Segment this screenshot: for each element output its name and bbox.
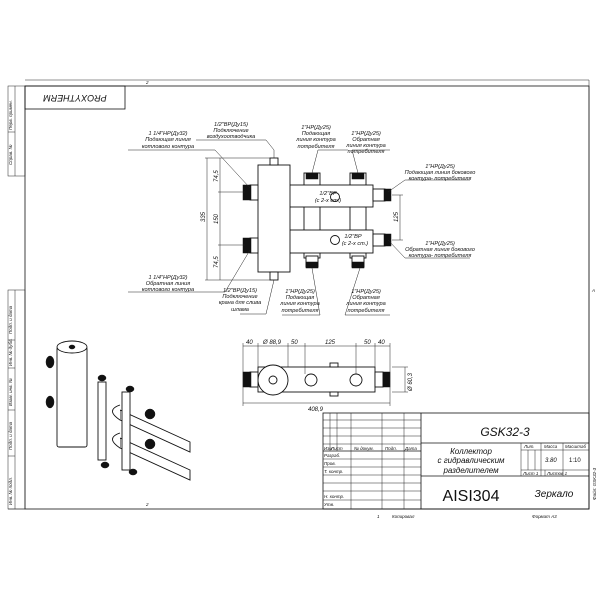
- callout-line: Подающая: [286, 295, 315, 301]
- strip-label: Подп. и дата: [8, 421, 13, 450]
- mass-label: Масса: [544, 444, 558, 449]
- drawing-frame: Перв. примен. Справ. № Подп. и дата Инв.…: [7, 79, 597, 519]
- callout-side-return: 1"НР(Ду25): [425, 241, 455, 247]
- strip-label: Перв. примен.: [8, 100, 13, 130]
- callout-side-supply: 1"НР(Ду25): [425, 164, 455, 170]
- dim-top-2: Ø 88,9: [262, 340, 282, 346]
- strip-label: Подп. и дата: [8, 305, 13, 334]
- callout-consumer-return-top: 1"НР(Ду25): [351, 131, 381, 137]
- finish: Зеркало: [535, 489, 574, 500]
- material: AISI304: [443, 488, 500, 505]
- dim-top-4: 125: [325, 340, 336, 346]
- sensor-port-label: 1/2"ВР: [344, 234, 361, 240]
- dim-top-6: 40: [378, 340, 385, 346]
- dim-lower: 74,5: [214, 256, 220, 268]
- dim-top-1: 40: [246, 340, 253, 346]
- callout-line: Подающая линия: [145, 137, 191, 143]
- role-label: Разраб.: [324, 453, 340, 458]
- strip-label: Инв. № дубл.: [8, 338, 13, 366]
- file-label: Файл: GSK32-3: [591, 467, 597, 500]
- callout-line: крана для слива: [219, 300, 261, 306]
- callout-line: котлового контура: [142, 144, 194, 150]
- zone-mark: 2: [145, 80, 149, 85]
- sheet-number: 1: [377, 514, 380, 519]
- callout-line: шлама: [231, 307, 249, 313]
- callout-line: Обратная: [352, 137, 380, 143]
- header-sheet: Лист: [330, 446, 343, 451]
- designation: GSK32-3: [480, 425, 530, 439]
- zone-mark: A: [591, 288, 595, 293]
- dim-top-5: 50: [364, 340, 371, 346]
- sensor-port-label: 1/2"ВР: [319, 191, 336, 197]
- callout-line: Обратная линия бокового: [405, 247, 475, 253]
- product-name: разделителем: [442, 466, 499, 475]
- front-view: 1/2"ВР (с 2-х ст.) 1/2"ВР (с 2-х ст.) 33…: [128, 139, 470, 316]
- sensor-port-label: (с 2-х ст.): [315, 198, 341, 204]
- scale-label: Масштаб: [565, 444, 586, 449]
- dim-middle: 150: [214, 213, 220, 224]
- callout-consumer-supply-bottom: 1"НР(Ду25): [285, 289, 315, 295]
- title-block: GSK32-3 Коллектор с гидравлическим разде…: [322, 412, 590, 510]
- callout-consumer-return-bottom: 1"НР(Ду25): [351, 289, 381, 295]
- product-name: с гидравлическим: [437, 456, 505, 465]
- callout-drain: 1/2"ВР(Ду15): [223, 288, 257, 294]
- lit-label: Лит.: [523, 444, 535, 449]
- header-change: Изм: [324, 446, 332, 451]
- callout-line: линия контура: [295, 137, 335, 143]
- dim-top-3: 50: [291, 340, 298, 346]
- callout-line: Подключение: [222, 294, 257, 300]
- header-date: Дата: [404, 446, 417, 451]
- mass-value: 3.80: [545, 458, 557, 464]
- product-name: Коллектор: [450, 447, 492, 456]
- strip-label: Инв. № подл.: [8, 477, 13, 505]
- role-label: Утв.: [324, 502, 334, 507]
- callout-line: Обратная линия: [146, 281, 191, 287]
- format-label: Формат А3: [532, 514, 557, 519]
- callout-line: потребителя: [348, 308, 385, 314]
- callout-line: потребителя: [298, 144, 335, 150]
- header-sign: Подп.: [385, 446, 397, 451]
- dim-total-height: 335: [201, 211, 207, 222]
- role-label: Пров.: [324, 461, 336, 466]
- copied-label: Копировал: [392, 514, 415, 519]
- sheet-label: Лист 1: [522, 471, 539, 476]
- callout-line: воздухоотводчика: [207, 134, 256, 140]
- top-view: 40 Ø 88,9 50 125 50 40 408,9 Ø 60,3: [242, 340, 414, 413]
- scale-value: 1:10: [569, 458, 581, 464]
- header-doc: № докум.: [354, 446, 374, 451]
- callout-line: котлового контура: [142, 287, 194, 293]
- strip-label: Справ. №: [8, 144, 13, 165]
- callout-line: Подающая: [302, 131, 331, 137]
- dim-top-diameter: Ø 60,3: [408, 372, 414, 392]
- sensor-port-label: (с 2-х ст.): [342, 241, 368, 247]
- callout-line: потребителя: [282, 308, 319, 314]
- dim-upper: 74,5: [214, 170, 220, 182]
- zone-mark: 2: [145, 502, 149, 507]
- role-label: Н. контр.: [324, 494, 344, 499]
- callout-boiler-supply: 1 1/4"НР(Ду32): [149, 131, 188, 137]
- callout-line: линия контура: [279, 301, 319, 307]
- role-label: Т. контр.: [324, 469, 343, 474]
- callout-air-vent: 1/2"ВР(Ду15): [214, 122, 248, 128]
- dim-side-spacing: 125: [394, 211, 400, 222]
- dim-top-total: 408,9: [308, 407, 324, 413]
- callout-consumer-supply-top: 1"НР(Ду25): [301, 125, 331, 131]
- callout-line: Подающая линия бокового: [405, 170, 476, 176]
- strip-label: Взам. инв. №: [8, 378, 13, 406]
- callouts: 1 1/4"НР(Ду32) Подающая линия котлового …: [142, 122, 476, 314]
- callout-line: контура- потребителя: [409, 253, 472, 259]
- callout-boiler-return: 1 1/4"НР(Ду32): [149, 275, 188, 281]
- sheets-label: Листов 1: [546, 471, 568, 476]
- brand-logo: PROXYTHERM: [43, 93, 107, 103]
- callout-line: Подключение: [213, 128, 248, 134]
- callout-line: линия контура: [345, 143, 385, 149]
- callout-line: потребителя: [348, 149, 385, 155]
- isometric-view: [45, 340, 191, 481]
- callout-line: контура- потребителя: [409, 176, 472, 182]
- callout-line: Обратная: [352, 295, 380, 301]
- callout-line: линия контура: [345, 301, 385, 307]
